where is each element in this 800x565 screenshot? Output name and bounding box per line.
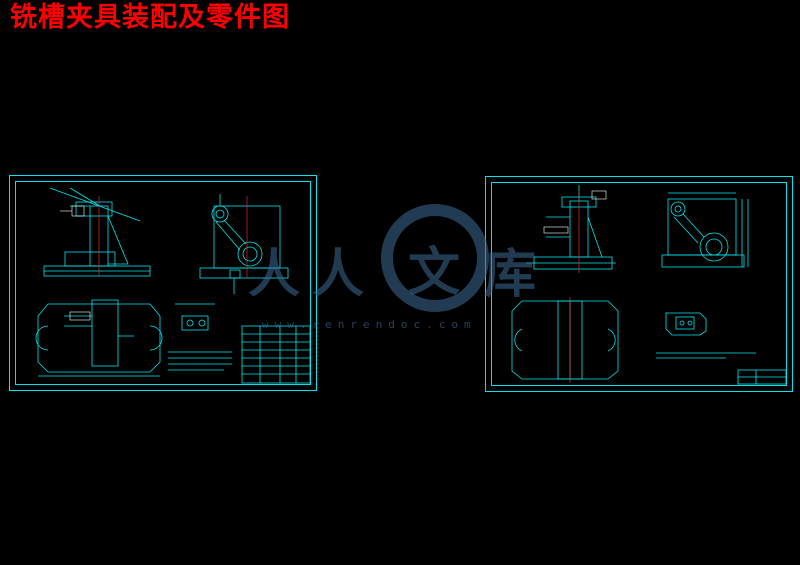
part-drawing-lines xyxy=(511,185,787,385)
watermark-char: 人 xyxy=(312,244,365,305)
sheet-border xyxy=(491,182,787,386)
assembly-drawing-sheet[interactable] xyxy=(9,175,317,391)
watermark-char: 文 xyxy=(408,242,461,303)
page-title: 铣槽夹具装配及零件图 xyxy=(10,2,290,33)
part-drawing-sheet[interactable] xyxy=(485,176,793,392)
sheet-border xyxy=(15,181,311,385)
assembly-drawing-lines xyxy=(35,187,311,384)
